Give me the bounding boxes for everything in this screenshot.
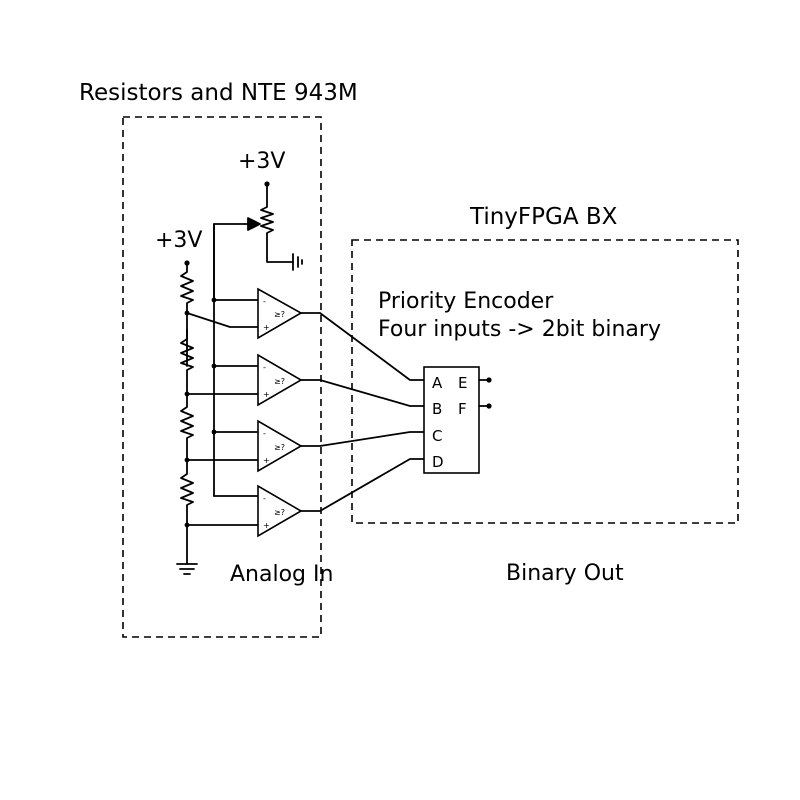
fpga-box-title: TinyFPGA BX [469, 204, 618, 230]
encoder-description: Four inputs -> 2bit binary [378, 317, 661, 342]
encoder-title: Priority Encoder [378, 289, 554, 314]
encoder-input-c: C [432, 427, 442, 445]
svg-text:≥?: ≥? [274, 377, 285, 386]
output-f-dot [486, 403, 492, 409]
binary-out-label: Binary Out [506, 561, 624, 586]
svg-text:-: - [263, 494, 266, 503]
resistor-icon [180, 262, 194, 367]
ground-icon [176, 563, 198, 575]
encoder-input-b: B [432, 400, 442, 418]
encoder-input-a: A [432, 374, 443, 392]
svg-text:≥?: ≥? [274, 508, 285, 517]
output-wire-c [300, 431, 425, 447]
encoder-input-d: D [432, 453, 444, 471]
resistors-box [122, 116, 322, 638]
analog-in-label: Analog In [230, 562, 333, 587]
svg-text:-: - [263, 429, 266, 438]
svg-text:+: + [263, 390, 270, 399]
potentiometer-icon [213, 183, 294, 301]
comparator-icon: - + ≥? [257, 287, 303, 340]
encoder-output-e: E [458, 374, 467, 392]
output-e-dot [486, 377, 492, 383]
plus-wire-1 [186, 312, 259, 328]
resistors-box-title: Resistors and NTE 943M [79, 80, 358, 106]
svg-text:+: + [263, 456, 270, 465]
ground-icon [292, 253, 303, 271]
comparator-icon: - + ≥? [257, 353, 303, 407]
comparator-icon: - + ≥? [257, 484, 303, 538]
resistor-icon [180, 393, 194, 461]
svg-text:≥?: ≥? [274, 443, 285, 452]
resistor-icon [180, 459, 194, 565]
resistor-icon [180, 329, 194, 395]
priority-encoder-block [423, 366, 480, 474]
supply-label-top: +3V [238, 149, 285, 174]
svg-text:≥?: ≥? [274, 310, 285, 319]
svg-text:+: + [263, 521, 270, 530]
comparator-icon: - + ≥? [257, 419, 303, 473]
fpga-box [351, 239, 739, 524]
supply-label-left: +3V [155, 228, 202, 253]
output-wire-b [300, 379, 425, 407]
output-wire-d [300, 458, 425, 512]
encoder-output-f: F [458, 400, 467, 418]
svg-text:-: - [263, 363, 266, 372]
svg-text:-: - [263, 297, 266, 306]
output-wire-a [300, 312, 425, 381]
resistor-ladder [180, 262, 194, 565]
svg-text:+: + [263, 323, 270, 332]
